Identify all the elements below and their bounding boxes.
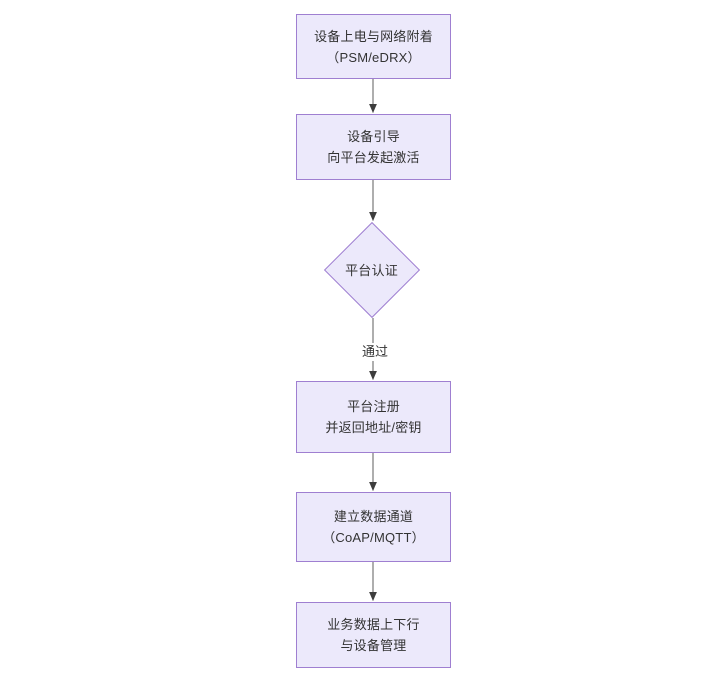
node-device-power-on[interactable]: 设备上电与网络附着 （PSM/eDRX） — [296, 14, 451, 79]
node-text-line: 平台认证 — [345, 262, 398, 278]
edge-label-pass: 通过 — [352, 343, 398, 361]
node-text-line: 设备上电与网络附着 — [314, 28, 433, 44]
node-text-line: 与设备管理 — [340, 638, 407, 653]
node-text-line: 向平台发起激活 — [327, 150, 420, 165]
node-establish-data-channel[interactable]: 建立数据通道 （CoAP/MQTT） — [296, 492, 451, 562]
node-text-line: 平台注册 — [347, 399, 400, 414]
node-platform-registration[interactable]: 平台注册 并返回地址/密钥 — [296, 381, 451, 453]
node-text-line: 建立数据通道 — [333, 509, 414, 524]
node-text-line: 并返回地址/密钥 — [325, 420, 422, 435]
node-text-line: 设备引导 — [347, 129, 400, 144]
node-text-line: （CoAP/MQTT） — [322, 530, 425, 545]
node-text-line: （PSM/eDRX） — [326, 49, 421, 65]
edge-label-text: 通过 — [361, 344, 388, 359]
node-text-line: 业务数据上下行 — [327, 617, 420, 632]
node-platform-authentication[interactable]: 平台认证 — [323, 221, 420, 319]
node-device-bootstrap[interactable]: 设备引导 向平台发起激活 — [296, 114, 451, 180]
node-business-data-and-device-management[interactable]: 业务数据上下行 与设备管理 — [296, 602, 451, 668]
